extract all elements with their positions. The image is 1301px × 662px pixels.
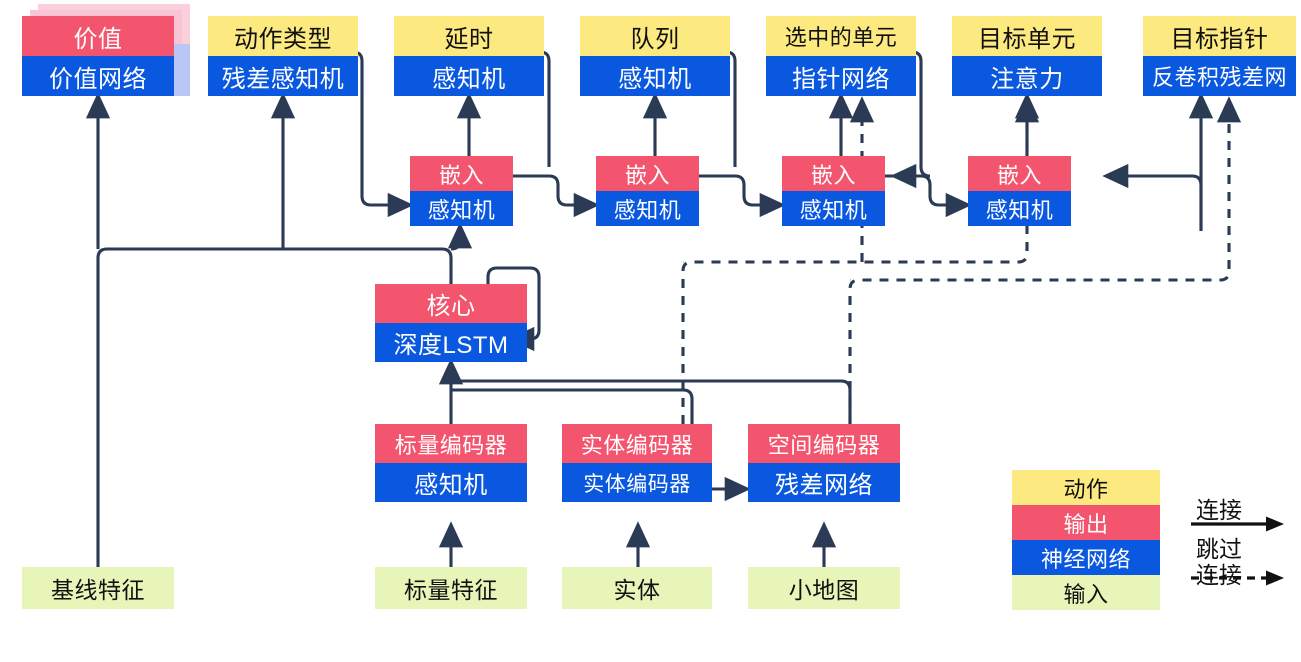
skip-entity-enc-to-target-unit (681, 96, 1040, 424)
spatial-encoder-bottom-label: 残差网络 (748, 463, 900, 502)
embed4-top-label: 嵌入 (968, 156, 1071, 191)
embed3-top-label: 嵌入 (782, 156, 885, 191)
scalar-encoder-bottom-label: 感知机 (375, 463, 527, 502)
embed4-bottom-label: 感知机 (968, 191, 1071, 226)
target-unit-top-label: 目标单元 (952, 16, 1102, 56)
wire-entity-enc-to-bus (682, 388, 694, 424)
node-spatial-encoder[interactable]: 空间编码器 残差网络 (748, 424, 900, 502)
legend-network-label: 神经网络 (1012, 540, 1160, 575)
node-scalar-encoder[interactable]: 标量编码器 感知机 (375, 424, 527, 502)
node-queued[interactable]: 队列 感知机 (580, 16, 730, 96)
delay-top-label: 延时 (394, 16, 544, 56)
input-scalar-features[interactable]: 标量特征 (375, 567, 527, 609)
wire-target-point-stem (1106, 174, 1203, 231)
node-embed-3[interactable]: 嵌入 感知机 (782, 156, 885, 226)
embed2-top-label: 嵌入 (596, 156, 699, 191)
legend-input-label: 输入 (1012, 575, 1160, 610)
action-type-top-label: 动作类型 (208, 16, 358, 56)
legend-output-label: 输出 (1012, 505, 1160, 540)
legend-connection-label: 连接 (1196, 497, 1242, 523)
target-point-top-label: 目标指针 (1143, 16, 1296, 56)
embed1-top-label: 嵌入 (410, 156, 513, 191)
queued-bottom-label: 感知机 (580, 56, 730, 96)
node-target-unit[interactable]: 目标单元 注意力 (952, 16, 1102, 96)
legend-swatches: 动作 输出 神经网络 输入 (1012, 470, 1160, 610)
node-action-type[interactable]: 动作类型 残差感知机 (208, 16, 358, 96)
embed1-bottom-label: 感知机 (410, 191, 513, 226)
wire-embed3-to-embed4 (885, 174, 972, 218)
node-entity-encoder[interactable]: 实体编码器 实体编码器 (562, 424, 712, 502)
spatial-encoder-top-label: 空间编码器 (748, 424, 900, 463)
queued-top-label: 队列 (580, 16, 730, 56)
entity-encoder-bottom-label: 实体编码器 (562, 463, 712, 502)
core-top-label: 核心 (375, 284, 527, 323)
target-point-bottom-label: 反卷积残差网 (1143, 56, 1296, 96)
input-entities[interactable]: 实体 (562, 567, 712, 609)
skip-spatial-enc-to-target-point (848, 96, 1242, 424)
value-bottom-label: 价值网络 (22, 56, 174, 96)
node-selected-units[interactable]: 选中的单元 指针网络 (766, 16, 916, 96)
node-delay[interactable]: 延时 感知机 (394, 16, 544, 96)
embed3-bottom-label: 感知机 (782, 191, 885, 226)
wire-target-point-feedback-unused (1160, 96, 1232, 240)
wire-spatial-enc-to-bus (451, 379, 852, 424)
node-value[interactable]: 价值 价值网络 (22, 4, 190, 96)
wire-core-to-baseline-bus (96, 247, 453, 567)
embed2-bottom-label: 感知机 (596, 191, 699, 226)
node-core[interactable]: 核心 深度LSTM (375, 284, 527, 362)
selected-units-top-label: 选中的单元 (766, 16, 916, 56)
wire-core-recurrence (486, 266, 541, 352)
action-type-bottom-label: 残差感知机 (208, 56, 358, 96)
selected-units-bottom-label: 指针网络 (766, 56, 916, 96)
input-baseline-features[interactable]: 基线特征 (22, 567, 174, 609)
legend-action-label: 动作 (1012, 470, 1160, 505)
entity-encoder-top-label: 实体编码器 (562, 424, 712, 463)
input-minimap[interactable]: 小地图 (748, 567, 900, 609)
core-bottom-label: 深度LSTM (375, 323, 527, 362)
scalar-encoder-top-label: 标量编码器 (375, 424, 527, 463)
node-embed-4[interactable]: 嵌入 感知机 (968, 156, 1071, 226)
legend-skip-label-line2: 连接 (1196, 562, 1242, 588)
delay-bottom-label: 感知机 (394, 56, 544, 96)
wire-core-to-embed1 (447, 222, 473, 251)
node-embed-2[interactable]: 嵌入 感知机 (596, 156, 699, 226)
value-top-label: 价值 (22, 16, 174, 56)
node-target-point[interactable]: 目标指针 反卷积残差网 (1143, 16, 1296, 96)
wire-embed1-to-embed2 (513, 174, 600, 218)
legend-arrows (1191, 516, 1284, 586)
legend-skip-label-line1: 跳过 (1196, 536, 1242, 562)
wire-embed2-to-embed3 (699, 174, 786, 218)
node-embed-1[interactable]: 嵌入 感知机 (410, 156, 513, 226)
target-unit-bottom-label: 注意力 (952, 56, 1102, 96)
